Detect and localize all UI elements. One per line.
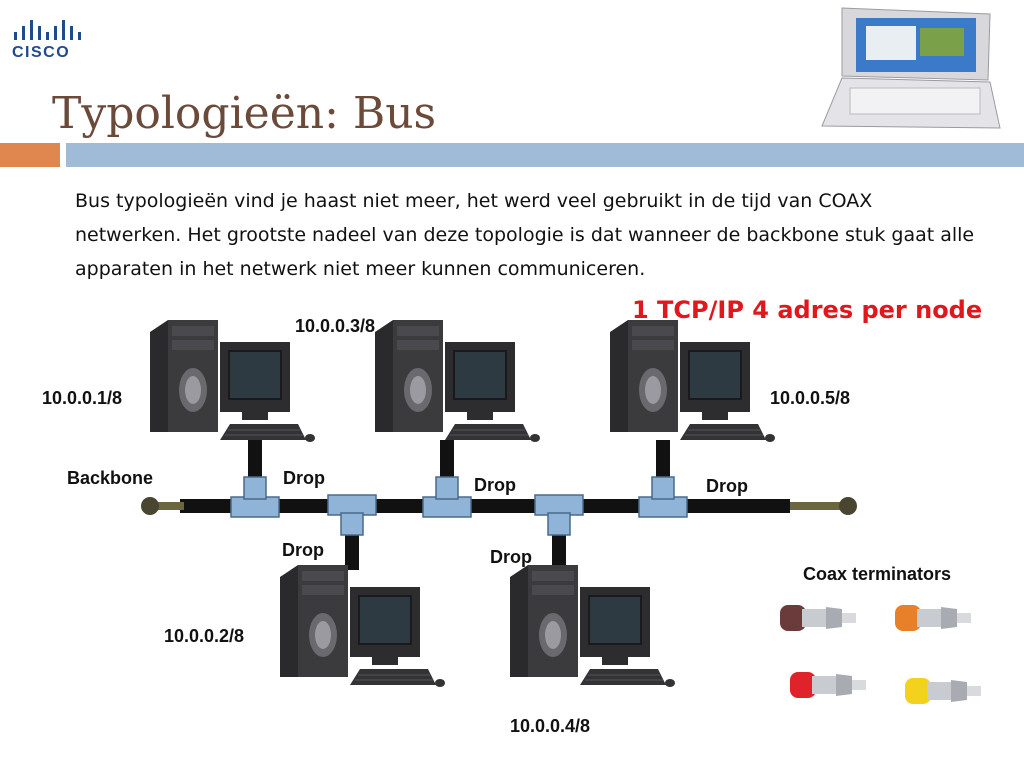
coax-terminators-image [780,605,981,704]
drop-label-3: Drop [474,475,516,495]
terminator-yellow [905,678,981,704]
backbone-label: Backbone [67,468,154,488]
coax-terminators-label: Coax terminators [803,564,952,584]
terminator-brown [780,605,856,631]
node-label-2: 10.0.0.2/8 [164,626,245,646]
t-connector-5 [638,476,688,518]
drop-label-1: Drop [283,468,325,488]
cisco-bars-icon [14,20,81,40]
drop-cables [248,440,670,570]
node-label-4: 10.0.0.4/8 [510,716,591,736]
slide-body-text: Bus typologieën vind je haast niet meer,… [75,190,975,280]
accent-bar-blue [66,143,1024,167]
cisco-logo-text: CISCO [12,44,71,61]
terminator-orange [895,605,971,631]
terminator-red [790,672,866,698]
drop-label-2: Drop [282,540,324,560]
accent-bar-orange [0,143,60,167]
tcp-ip-note: 1 TCP/IP 4 adres per node [632,296,983,324]
t-connector-4 [534,494,584,536]
computer-node-1 [149,319,316,443]
t-connector-2 [327,494,377,536]
slide-title: Typologieën: Bus [52,88,437,139]
cisco-logo: CISCO [12,18,102,68]
node-label-1: 10.0.0.1/8 [42,388,123,408]
drop-label-4: Drop [490,547,532,567]
t-connector-1 [230,476,280,518]
computer-node-5 [609,319,776,443]
computer-node-2 [279,564,446,688]
computer-node-4 [509,564,676,688]
computer-node-3 [374,319,541,443]
laptop-image [821,7,1001,129]
t-connector-3 [422,476,472,518]
drop-label-5: Drop [706,476,748,496]
node-label-5: 10.0.0.5/8 [770,388,851,408]
node-label-3: 10.0.0.3/8 [295,316,376,336]
